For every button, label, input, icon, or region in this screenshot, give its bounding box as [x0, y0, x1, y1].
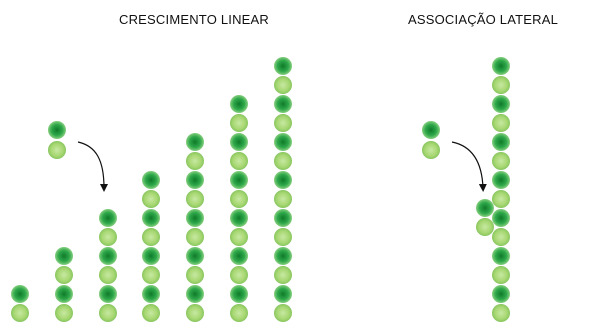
curved-arrow-linear [77, 141, 108, 192]
filament-6-subunit [230, 171, 248, 189]
title-linear-growth: CRESCIMENTO LINEAR [119, 12, 269, 27]
filament-5-subunit [186, 152, 204, 170]
lateral-filament-subunit [492, 266, 510, 284]
lateral-filament-subunit [492, 228, 510, 246]
lateral-free-dimer-dark-subunit [422, 121, 440, 139]
filament-5-subunit [186, 247, 204, 265]
lateral-filament-subunit [492, 304, 510, 322]
lateral-filament-subunit [492, 209, 510, 227]
filament-6-subunit [230, 285, 248, 303]
filament-2-subunit [55, 285, 73, 303]
filament-4-subunit [142, 266, 160, 284]
lateral-bound-dimer-dark-subunit [476, 199, 494, 217]
filament-7-subunit [274, 114, 292, 132]
filament-7-subunit [274, 228, 292, 246]
title-lateral-association: ASSOCIAÇÃO LATERAL [408, 12, 559, 27]
filament-5-subunit [186, 304, 204, 322]
free-dimer-dark-subunit [48, 121, 66, 139]
lateral-filament-subunit [492, 76, 510, 94]
lateral-filament-subunit [492, 190, 510, 208]
filament-5-subunit [186, 171, 204, 189]
filament-5-subunit [186, 285, 204, 303]
filament-1-subunit [11, 285, 29, 303]
filament-6-subunit [230, 95, 248, 113]
filament-5-subunit [186, 209, 204, 227]
filament-6-subunit [230, 190, 248, 208]
filament-7-subunit [274, 247, 292, 265]
filament-6-subunit [230, 247, 248, 265]
free-dimer-light-subunit [48, 141, 66, 159]
filament-3-subunit [99, 247, 117, 265]
filament-6-subunit [230, 304, 248, 322]
filament-6-subunit [230, 133, 248, 151]
filament-7-subunit [274, 95, 292, 113]
filament-7-subunit [274, 304, 292, 322]
filament-3-subunit [99, 304, 117, 322]
lateral-free-dimer-light-subunit [422, 141, 440, 159]
filament-7-subunit [274, 152, 292, 170]
lateral-filament-subunit [492, 95, 510, 113]
filament-7-subunit [274, 285, 292, 303]
filament-3-subunit [99, 266, 117, 284]
filament-4-subunit [142, 228, 160, 246]
filament-6-subunit [230, 114, 248, 132]
filament-7-subunit [274, 133, 292, 151]
filament-7-subunit [274, 266, 292, 284]
lateral-filament-subunit [492, 114, 510, 132]
filament-6-subunit [230, 152, 248, 170]
filament-3-subunit [99, 209, 117, 227]
lateral-bound-dimer-light-subunit [476, 218, 494, 236]
filament-5-subunit [186, 266, 204, 284]
lateral-filament-subunit [492, 57, 510, 75]
filament-4-subunit [142, 209, 160, 227]
filament-6-subunit [230, 228, 248, 246]
curved-arrow-lateral [451, 141, 487, 192]
filament-6-subunit [230, 209, 248, 227]
filament-4-subunit [142, 247, 160, 265]
filament-2-subunit [55, 266, 73, 284]
filament-3-subunit [99, 285, 117, 303]
lateral-filament-subunit [492, 285, 510, 303]
filament-4-subunit [142, 304, 160, 322]
filament-1-subunit [11, 304, 29, 322]
filament-5-subunit [186, 228, 204, 246]
filament-7-subunit [274, 57, 292, 75]
filament-3-subunit [99, 228, 117, 246]
lateral-filament-subunit [492, 152, 510, 170]
filament-7-subunit [274, 171, 292, 189]
filament-4-subunit [142, 171, 160, 189]
filament-7-subunit [274, 76, 292, 94]
filament-5-subunit [186, 133, 204, 151]
filament-7-subunit [274, 209, 292, 227]
filament-5-subunit [186, 190, 204, 208]
filament-2-subunit [55, 247, 73, 265]
lateral-filament-subunit [492, 171, 510, 189]
filament-6-subunit [230, 266, 248, 284]
filament-4-subunit [142, 285, 160, 303]
filament-4-subunit [142, 190, 160, 208]
lateral-filament-subunit [492, 247, 510, 265]
lateral-filament-subunit [492, 133, 510, 151]
filament-2-subunit [55, 304, 73, 322]
filament-7-subunit [274, 190, 292, 208]
